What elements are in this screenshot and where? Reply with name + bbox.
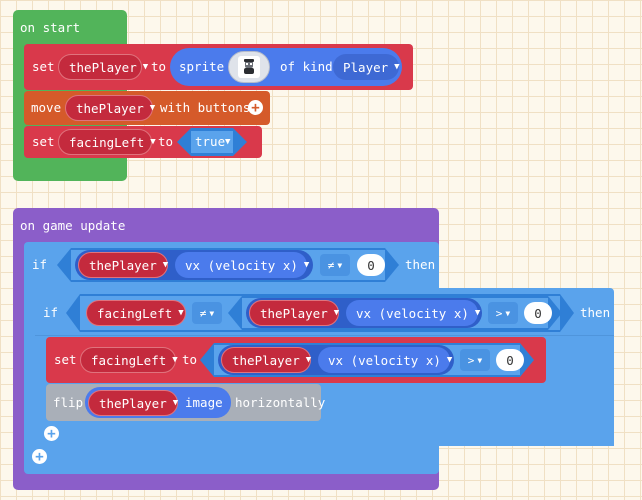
sprite-property-reporter[interactable]: thePlayer▼ vx (velocity x)▼ <box>246 298 482 328</box>
operator-dropdown-greater-than[interactable]: >▼ <box>460 349 490 371</box>
chevron-down-icon: ▼ <box>337 260 343 270</box>
then-keyword: then <box>580 305 611 320</box>
set-keyword: set <box>32 134 55 149</box>
of-kind-label: of kind <box>280 59 333 74</box>
variable-dropdown-theplayer[interactable]: thePlayer▼ <box>78 252 168 278</box>
chevron-down-icon: ▼ <box>305 355 312 365</box>
move-with-buttons-block[interactable]: move thePlayer▼ with buttons + <box>24 91 270 125</box>
boolean-true-dropdown[interactable]: true ▼ <box>177 128 247 156</box>
set-keyword: set <box>32 59 55 74</box>
then-keyword: then <box>405 257 436 272</box>
operator-dropdown-not-equal[interactable]: ≠▼ <box>192 302 222 324</box>
variable-dropdown-theplayer[interactable]: thePlayer▼ <box>58 54 148 80</box>
set-facingleft-compare-block[interactable]: set facingLeft▼ to thePlayer▼ vx (veloci… <box>46 337 546 383</box>
number-input-zero[interactable]: 0 <box>357 254 385 276</box>
sprite-image-picker[interactable] <box>228 51 270 83</box>
sprite-reporter[interactable]: sprite of kind Player▼ <box>170 48 402 86</box>
sprite-property-reporter[interactable]: thePlayer▼ vx (velocity x)▼ <box>75 250 313 280</box>
set-facingleft-block[interactable]: set facingLeft▼ to true ▼ <box>24 126 262 158</box>
chevron-down-icon: ▼ <box>149 103 156 113</box>
if-keyword: if <box>43 305 59 320</box>
variable-dropdown-theplayer[interactable]: thePlayer▼ <box>65 95 156 121</box>
chevron-down-icon: ▼ <box>178 308 184 318</box>
chevron-down-icon: ▼ <box>172 398 179 408</box>
horizontally-label: horizontally <box>235 395 326 410</box>
chevron-down-icon: ▼ <box>505 308 511 318</box>
flip-image-block[interactable]: flip thePlayer▼ image horizontally <box>46 384 325 421</box>
image-reporter[interactable]: thePlayer▼ image <box>85 387 231 418</box>
chevron-down-icon: ▼ <box>333 308 340 318</box>
compare-greater-than[interactable]: thePlayer▼ vx (velocity x)▼ >▼ 0 <box>200 343 534 377</box>
chevron-down-icon: ▼ <box>209 308 215 318</box>
set-sprite-block[interactable]: set thePlayer▼ to sprite of kind Player▼ <box>24 44 413 90</box>
variable-dropdown-facingleft[interactable]: facingLeft▼ <box>58 129 156 155</box>
compare-greater-than[interactable]: thePlayer▼ vx (velocity x)▼ >▼ 0 <box>228 296 562 330</box>
chevron-down-icon: ▼ <box>172 355 178 365</box>
chevron-down-icon: ▼ <box>303 260 310 270</box>
operator-dropdown-greater-than[interactable]: >▼ <box>488 302 518 324</box>
add-parameter-plus-icon[interactable]: + <box>248 100 263 115</box>
if-condition-not-equal[interactable]: thePlayer▼ vx (velocity x)▼ ≠▼ 0 <box>57 248 399 282</box>
if-condition-not-equal-inner[interactable]: facingLeft▼ ≠▼ thePlayer▼ vx (velocity x… <box>66 294 574 332</box>
variable-dropdown-theplayer[interactable]: thePlayer▼ <box>221 347 311 373</box>
to-keyword: to <box>182 352 198 367</box>
chevron-down-icon: ▼ <box>474 308 481 318</box>
variable-dropdown-theplayer[interactable]: thePlayer▼ <box>88 390 178 416</box>
kind-dropdown-player[interactable]: Player▼ <box>333 54 400 80</box>
chevron-down-icon: ▼ <box>150 137 156 147</box>
move-keyword: move <box>31 100 62 115</box>
image-label: image <box>185 395 223 410</box>
person-sprite-icon <box>238 56 260 78</box>
on-start-label: on start <box>20 20 81 35</box>
chevron-down-icon: ▼ <box>477 355 483 365</box>
operator-dropdown-not-equal[interactable]: ≠▼ <box>320 254 350 276</box>
set-keyword: set <box>54 352 77 367</box>
chevron-down-icon: ▼ <box>446 355 453 365</box>
if-keyword: if <box>32 257 48 272</box>
number-input-zero[interactable]: 0 <box>524 302 552 324</box>
number-input-zero[interactable]: 0 <box>496 349 524 371</box>
to-keyword: to <box>151 59 167 74</box>
sprite-label: sprite <box>179 59 225 74</box>
variable-dropdown-theplayer[interactable]: thePlayer▼ <box>249 300 339 326</box>
chevron-down-icon: ▼ <box>394 62 400 72</box>
variable-dropdown-facingleft[interactable]: facingLeft▼ <box>80 347 178 373</box>
property-dropdown-vx[interactable]: vx (velocity x)▼ <box>175 252 307 278</box>
add-else-plus-icon[interactable]: + <box>32 449 47 464</box>
chevron-down-icon: ▼ <box>162 260 169 270</box>
add-else-plus-icon[interactable]: + <box>44 426 59 441</box>
chevron-down-icon: ▼ <box>225 137 231 147</box>
to-keyword: to <box>158 134 174 149</box>
on-game-update-label: on game update <box>20 218 126 233</box>
with-buttons-label: with buttons <box>160 100 251 115</box>
flip-keyword: flip <box>53 395 84 410</box>
property-dropdown-vx[interactable]: vx (velocity x)▼ <box>318 347 450 373</box>
sprite-property-reporter[interactable]: thePlayer▼ vx (velocity x)▼ <box>218 345 454 375</box>
variable-dropdown-facingleft[interactable]: facingLeft▼ <box>86 300 186 326</box>
property-dropdown-vx[interactable]: vx (velocity x)▼ <box>346 300 478 326</box>
chevron-down-icon: ▼ <box>142 62 149 72</box>
